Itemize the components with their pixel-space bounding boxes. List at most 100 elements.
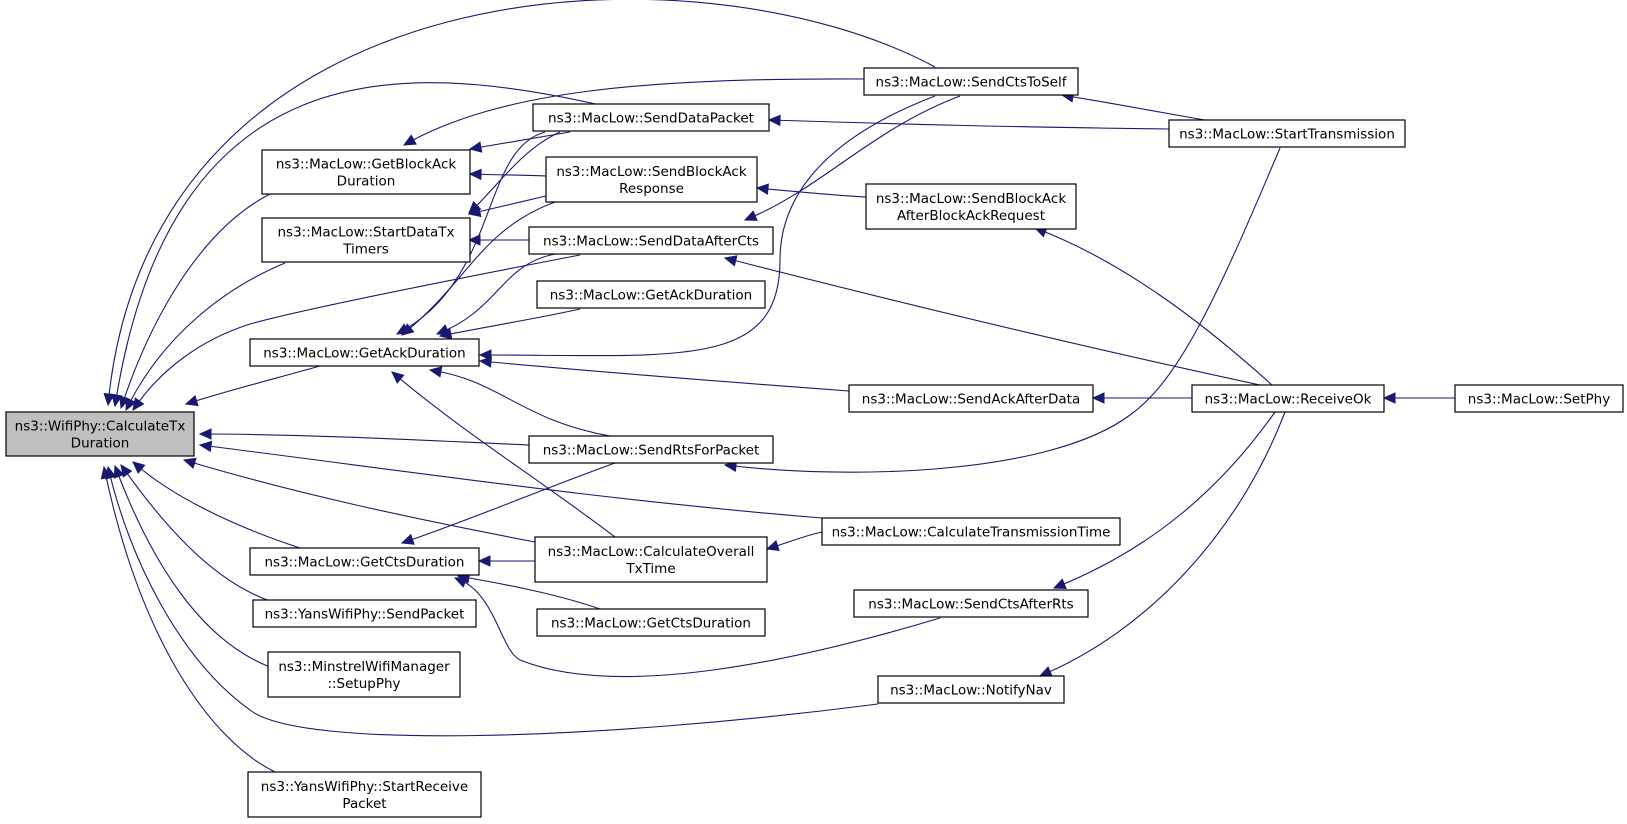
edge-line: [120, 464, 271, 602]
arrowhead-icon: [103, 392, 115, 407]
node-box: [848, 384, 1094, 413]
node-getCtsDur2[interactable]: ns3::MacLow::GetCtsDuration: [536, 608, 766, 637]
arrowhead-icon: [113, 464, 125, 479]
arrowhead-icon: [438, 328, 453, 340]
node-box: [545, 156, 758, 203]
node-box: [532, 103, 770, 132]
node-sendDataPacket[interactable]: ns3::MacLow::SendDataPacket: [532, 103, 770, 132]
node-label: ns3::WifiPhy::CalculateTx: [15, 419, 186, 435]
node-box: [261, 217, 471, 263]
edge-sendDataAfterCts-to-root: [132, 254, 581, 411]
node-minstrel[interactable]: ns3::MinstrelWifiManager::SetupPhy: [267, 651, 461, 698]
arrowhead-icon: [1052, 578, 1067, 590]
node-setPhy[interactable]: ns3::MacLow::SetPhy: [1454, 384, 1624, 413]
node-label: TxTime: [625, 561, 675, 577]
edge-sendCtsToSelf-to-getBlockAck: [402, 78, 865, 146]
edge-line: [744, 95, 961, 221]
edge-line: [107, 466, 879, 737]
node-startTransmission[interactable]: ns3::MacLow::StartTransmission: [1168, 119, 1406, 148]
arrowhead-icon: [478, 356, 492, 368]
node-label: ns3::YansWifiPhy::StartReceive: [261, 779, 468, 795]
edge-line: [132, 461, 301, 549]
node-box: [536, 280, 766, 309]
edge-sendDataAfterCts-to-startDataTx: [467, 234, 529, 246]
node-sendRts[interactable]: ns3::MacLow::SendRtsForPacket: [528, 435, 774, 464]
node-box: [252, 599, 477, 628]
node-box: [249, 547, 480, 576]
node-box: [863, 67, 1079, 96]
node-receiveOk[interactable]: ns3::MacLow::ReceiveOk: [1191, 384, 1385, 413]
node-label: AfterBlockAckRequest: [897, 208, 1045, 224]
node-label: ns3::MinstrelWifiManager: [278, 659, 450, 675]
arrowhead-icon: [428, 366, 443, 378]
node-yansSend[interactable]: ns3::YansWifiPhy::SendPacket: [252, 599, 477, 628]
node-sendAckAfterData[interactable]: ns3::MacLow::SendAckAfterData: [848, 384, 1094, 413]
arrowhead-icon: [743, 210, 758, 221]
arrowhead-icon: [100, 465, 113, 480]
node-sendDataAfterCts[interactable]: ns3::MacLow::SendDataAfterCts: [528, 226, 774, 255]
node-label: ::SetupPhy: [327, 676, 400, 692]
edge-line: [120, 193, 271, 409]
node-calcTransTime[interactable]: ns3::MacLow::CalculateTransmissionTime: [821, 517, 1121, 546]
edge-line: [132, 254, 581, 411]
edge-sendAckAfterData-to-getAckDur: [478, 356, 850, 392]
edge-line: [401, 462, 616, 544]
edge-receiveOk-to-sendCtsAfterRts: [1052, 411, 1276, 590]
arrowhead-icon: [1382, 392, 1396, 404]
node-box: [528, 226, 774, 255]
edge-calcOverall-to-getCtsDur: [477, 555, 535, 567]
edge-sendDataPacket-to-root: [111, 82, 601, 408]
edge-line: [103, 466, 276, 773]
node-getCtsDur[interactable]: ns3::MacLow::GetCtsDuration: [249, 547, 480, 576]
edge-calcOverall-to-root: [182, 457, 536, 543]
node-getAckDur[interactable]: ns3::MacLow::GetAckDuration: [249, 338, 480, 367]
arrowhead-icon: [132, 461, 146, 474]
node-label: ns3::MacLow::GetBlockAck: [276, 157, 457, 173]
edge-calcTransTime-to-root: [198, 440, 823, 519]
edge-sendRts-to-root: [198, 428, 530, 446]
edge-sendCtsAfterRts-to-getCtsDur: [453, 577, 941, 678]
node-box: [249, 338, 480, 367]
node-label: ns3::MacLow::SendBlockAck: [556, 164, 746, 180]
node-label: ns3::MacLow::SendDataPacket: [548, 111, 754, 127]
node-sendBlockAckAfter[interactable]: ns3::MacLow::SendBlockAckAfterBlockAckRe…: [865, 183, 1077, 230]
arrowhead-icon: [182, 457, 197, 469]
node-label: ns3::MacLow::GetCtsDuration: [551, 616, 751, 632]
arrowhead-icon: [401, 323, 415, 336]
node-box: [853, 589, 1089, 618]
arrowhead-icon: [478, 349, 492, 361]
node-label: ns3::YansWifiPhy::SendPacket: [265, 607, 465, 623]
node-box: [247, 771, 482, 818]
arrowhead-icon: [400, 533, 415, 545]
node-box: [1454, 384, 1624, 413]
edge-sendCtsToSelf-to-sendDataAfterCts: [743, 95, 961, 221]
node-notifyNav[interactable]: ns3::MacLow::NotifyNav: [877, 675, 1065, 704]
edge-line: [468, 131, 561, 214]
node-label: ns3::MacLow::SendBlockAck: [876, 191, 1066, 207]
node-box: [5, 411, 195, 457]
arrowhead-icon: [198, 440, 213, 453]
node-getAckDur2[interactable]: ns3::MacLow::GetAckDuration: [536, 280, 766, 309]
edge-startDataTx-to-root: [125, 262, 286, 412]
edge-notifyNav-to-root: [105, 465, 879, 737]
node-sendCtsAfterRts[interactable]: ns3::MacLow::SendCtsAfterRts: [853, 589, 1089, 618]
node-label: ns3::MacLow::StartDataTx: [277, 225, 454, 241]
node-sendCtsToSelf[interactable]: ns3::MacLow::SendCtsToSelf: [863, 67, 1079, 96]
edge-line: [768, 119, 1170, 130]
arrowhead-icon: [468, 141, 483, 153]
edge-sendBlockAckAfter-to-sendBlockAckResp: [755, 183, 867, 198]
edge-getAckDur2-to-getAckDur: [438, 308, 581, 340]
edge-sendRts-to-getCtsDur: [400, 462, 616, 545]
node-label: ns3::MacLow::ReceiveOk: [1205, 392, 1372, 408]
node-label: ns3::MacLow::GetAckDuration: [263, 346, 466, 362]
node-box: [821, 517, 1121, 546]
arrowhead-icon: [111, 393, 123, 408]
arrowhead-icon: [765, 540, 780, 552]
edge-getCtsDur-to-root: [132, 461, 301, 549]
